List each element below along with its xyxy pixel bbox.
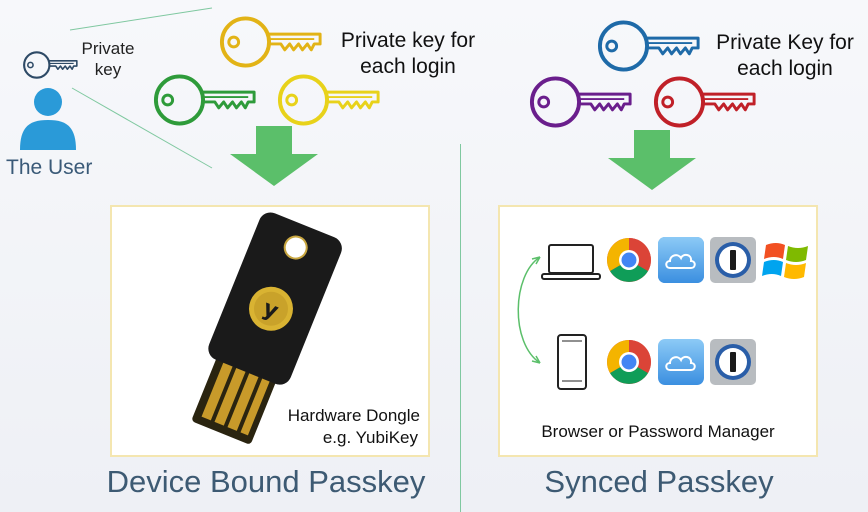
synced-caption: Browser or Password Manager bbox=[500, 421, 816, 442]
key-icon-purple bbox=[528, 74, 636, 130]
down-arrow-icon bbox=[606, 130, 698, 192]
device-bound-box: y Hardware Dongle e.g. YubiKey bbox=[110, 205, 430, 457]
chrome-icon bbox=[606, 339, 652, 385]
key-icon-blue bbox=[596, 18, 704, 74]
onepassword-icon bbox=[710, 339, 756, 385]
key-icon-lightyellow bbox=[276, 72, 384, 128]
windows-icon bbox=[762, 235, 812, 285]
icloud-icon bbox=[658, 237, 704, 283]
onepassword-icon bbox=[710, 237, 756, 283]
key-icon-yellow bbox=[218, 14, 326, 70]
synced-key-caption: Private Key for each login bbox=[706, 30, 864, 82]
key-icon-red bbox=[652, 74, 760, 130]
user-avatar-icon bbox=[16, 86, 80, 152]
device-bound-caption-line2: e.g. YubiKey bbox=[248, 427, 418, 448]
device-bound-key-caption: Private key for each login bbox=[330, 28, 486, 80]
section-divider bbox=[460, 144, 461, 512]
icloud-icon bbox=[658, 339, 704, 385]
user-label: The User bbox=[6, 156, 92, 180]
synced-box: Browser or Password Manager bbox=[498, 205, 818, 457]
key-icon-green bbox=[152, 72, 260, 128]
sync-arrow-icon bbox=[506, 251, 556, 371]
synced-title: Synced Passkey bbox=[480, 464, 838, 500]
device-bound-caption-line1: Hardware Dongle bbox=[250, 405, 420, 426]
user-private-key-label: Private key bbox=[72, 38, 144, 80]
phone-icon bbox=[556, 333, 588, 391]
down-arrow-icon bbox=[228, 126, 320, 188]
device-bound-title: Device Bound Passkey bbox=[90, 464, 442, 500]
chrome-icon bbox=[606, 237, 652, 283]
